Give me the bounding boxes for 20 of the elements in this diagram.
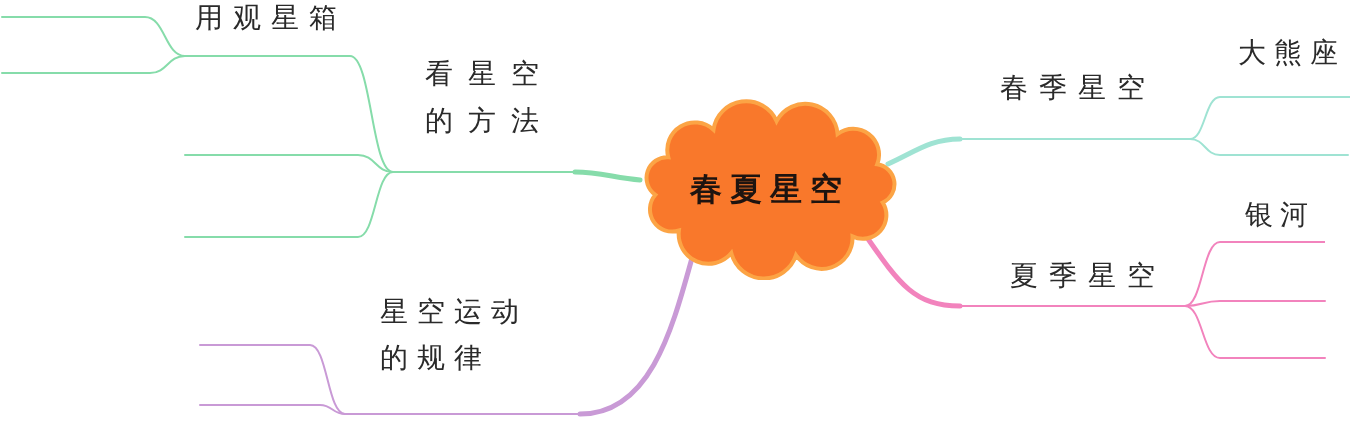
branch-line [1,55,186,74]
branch-line [184,154,394,173]
branch-line [184,171,394,238]
topic-label: 看星空的方法 [425,56,555,139]
branch-line [885,136,963,167]
branch-line [1189,138,1349,156]
branch-line [199,344,346,415]
branch-line [1184,241,1221,307]
branch-line [572,169,643,183]
branch-line [1184,305,1326,359]
branch-line [349,55,394,173]
topic-label: 春季星空 [1000,71,1156,105]
topic-label: 用观星箱 [195,1,347,35]
branch-line [199,404,346,415]
topic-label: 大熊座 [1238,36,1346,70]
topic-label: 银河 [1245,198,1315,232]
topic-label: 夏季星空 [1010,259,1166,293]
topic-label: 星空运动的规律 [380,294,529,376]
branch-line [1189,96,1221,140]
central-topic-label: 春夏星空 [690,169,850,209]
